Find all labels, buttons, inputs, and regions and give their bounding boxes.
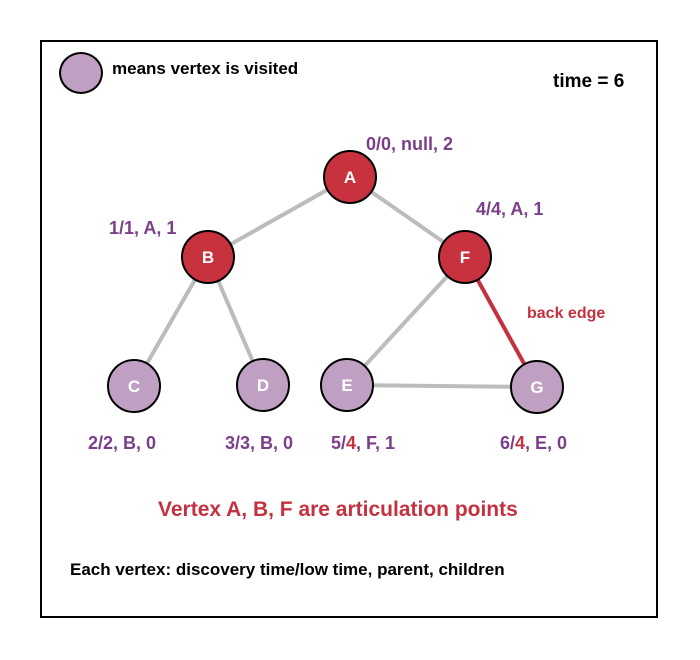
vertex-C-info: 2/2, B, 0 xyxy=(88,433,157,453)
vertex-A-info: 0/0, null, 2 xyxy=(366,134,454,154)
vertex-C-label: C xyxy=(128,377,140,396)
vertex-G-label: G xyxy=(530,378,543,397)
vertex-F: F xyxy=(438,230,492,284)
back-edge-label: back edge xyxy=(527,305,606,322)
vertex-D: D xyxy=(236,358,290,412)
vertex-A-label: A xyxy=(344,168,356,187)
legend-text: means vertex is visited xyxy=(112,59,299,78)
edge-A-B xyxy=(207,175,351,259)
edge-E-G xyxy=(346,383,538,389)
vertex-G-info-post: , E, 0 xyxy=(525,433,568,453)
vertex-E-info-pre: 5/ xyxy=(331,433,347,453)
vertex-B-info: 1/1, A, 1 xyxy=(109,218,177,238)
articulation-points-text: Vertex A, B, F are articulation points xyxy=(158,498,518,521)
vertex-F-label: F xyxy=(460,248,470,267)
vertex-A: A xyxy=(323,150,377,204)
vertex-G: G xyxy=(510,360,564,414)
time-label: time = 6 xyxy=(553,71,625,92)
diagram-frame xyxy=(40,40,658,618)
vertex-D-label: D xyxy=(257,376,269,395)
footer-legend-text: Each vertex: discovery time/low time, pa… xyxy=(70,560,505,579)
vertex-E-info: 5/4, F, 1 xyxy=(331,433,395,454)
legend-visited-swatch xyxy=(59,52,103,94)
vertex-D-info: 3/3, B, 0 xyxy=(225,433,294,453)
vertex-G-info: 6/4, E, 0 xyxy=(500,433,567,454)
vertex-G-low-time: 4 xyxy=(515,433,526,453)
vertex-E-label: E xyxy=(341,376,352,395)
vertex-F-info: 4/4, A, 1 xyxy=(476,199,544,219)
edge-F-E xyxy=(345,255,467,387)
vertex-G-info-pre: 6/ xyxy=(500,433,516,453)
vertex-B-label: B xyxy=(202,248,214,267)
vertex-B: B xyxy=(181,230,235,284)
vertex-E-low-time: 4 xyxy=(346,433,357,453)
vertex-C: C xyxy=(107,359,161,413)
vertex-E: E xyxy=(320,358,374,412)
vertex-E-info-post: , F, 1 xyxy=(356,433,396,453)
